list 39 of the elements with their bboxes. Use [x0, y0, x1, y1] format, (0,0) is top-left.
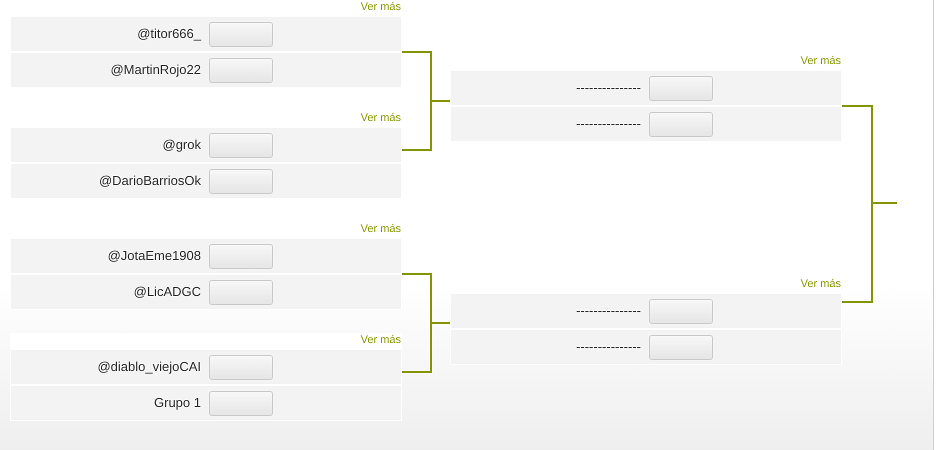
- match-panel: [10, 0, 402, 88]
- player-row: [451, 71, 841, 105]
- match-panel: [10, 333, 402, 421]
- player-name: @diablo_viejoCAI: [97, 359, 201, 375]
- player-row: [451, 294, 841, 328]
- bracket-connector: [842, 202, 897, 303]
- player-row: [11, 350, 401, 384]
- player-name: ---------------: [576, 303, 641, 319]
- bracket-connector: [402, 100, 450, 151]
- player-name: @titor666_: [137, 26, 201, 42]
- player-row: [11, 53, 401, 87]
- match-panel: [450, 277, 842, 365]
- player-name: @MartinRojo22: [110, 62, 201, 78]
- player-name: @LicADGC: [134, 284, 201, 300]
- player-row: [11, 128, 401, 162]
- player-name: ---------------: [576, 80, 641, 96]
- player-row: [11, 164, 401, 198]
- see-more-link: Ver más: [360, 112, 401, 124]
- player-name: @JotaEme1908: [108, 248, 201, 264]
- see-more-link: Ver más: [800, 54, 841, 68]
- player-row: [451, 330, 841, 364]
- match-panel: [10, 111, 402, 199]
- match-panel: [450, 54, 842, 142]
- see-more-link: Ver más: [360, 0, 401, 14]
- player-name: ---------------: [576, 339, 641, 355]
- player-row: [11, 239, 401, 273]
- player-row: [11, 386, 401, 420]
- player-name: ---------------: [576, 116, 641, 132]
- player-name: @DarioBarriosOk: [98, 173, 201, 189]
- player-row: [11, 17, 401, 51]
- player-row: [451, 107, 841, 141]
- bracket-connector: [402, 322, 450, 373]
- see-more-link: Ver más: [800, 278, 841, 290]
- player-name: Grupo 1: [154, 395, 201, 411]
- see-more-link: Ver más: [360, 222, 401, 236]
- player-name: @grok: [162, 137, 201, 153]
- see-more-link: Ver más: [360, 334, 401, 346]
- match-panel: [10, 222, 402, 310]
- player-row: [11, 275, 401, 309]
